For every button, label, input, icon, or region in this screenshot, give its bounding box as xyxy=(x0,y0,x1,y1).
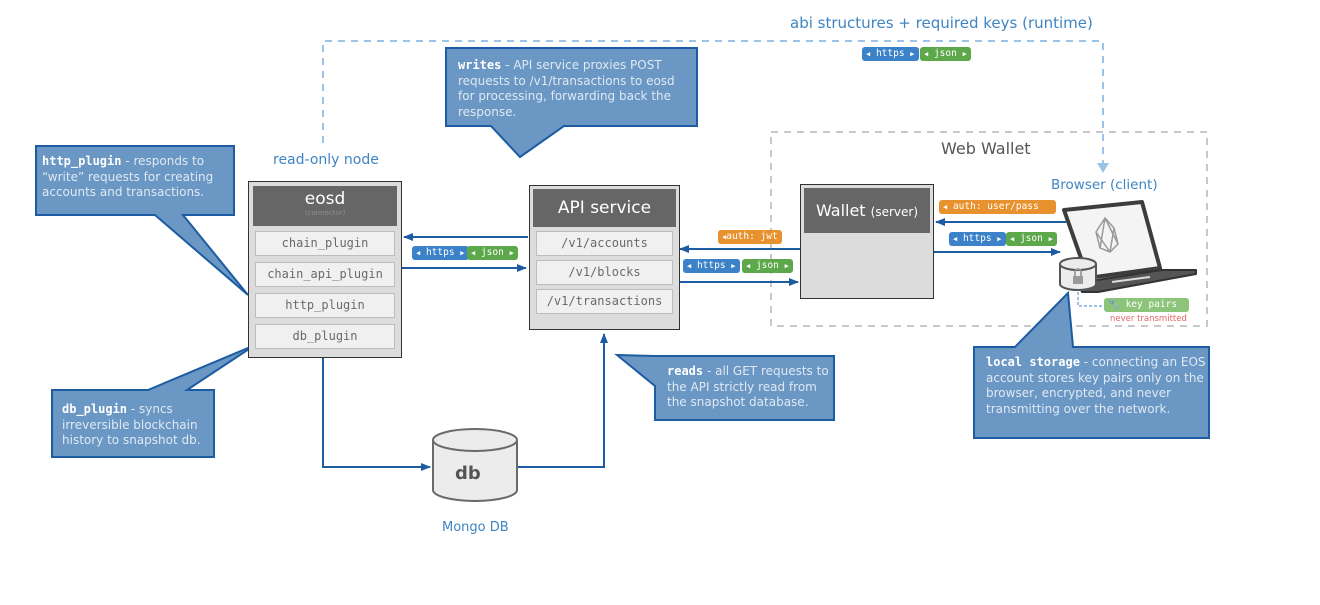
pill-json-eosd-api: ◀ json ▶ xyxy=(467,246,518,260)
pill-https-wallet-browser: ◀ https ▶ xyxy=(949,232,1006,246)
pill-key-pairs: 🔧 key pairs xyxy=(1104,298,1189,312)
wallet-title: Wallet xyxy=(815,201,866,220)
api-service-title: API service xyxy=(533,189,676,227)
endpoint-transactions[interactable]: /v1/transactions xyxy=(536,289,673,314)
eos-logo-icon xyxy=(1095,216,1119,253)
browser-client-label: Browser (client) xyxy=(1051,177,1158,193)
eosd-header: eosd (connector) xyxy=(253,186,397,226)
lock-icon xyxy=(1073,268,1083,284)
web-wallet-boundary xyxy=(770,131,1208,327)
pill-json-top: ◀ json ▶ xyxy=(920,47,971,61)
plugin-http[interactable]: http_plugin xyxy=(255,293,395,318)
api-service-node[interactable]: API service /v1/accounts /v1/blocks /v1/… xyxy=(529,185,680,330)
callout-http-plugin: http_plugin - responds to “write” reques… xyxy=(42,154,214,199)
pill-https-top: ◀ https ▶ xyxy=(862,47,919,61)
key-pairs-connector xyxy=(1077,292,1104,307)
pill-json-wallet-browser: ◀ json ▶ xyxy=(1006,232,1057,246)
pill-auth-jwt: ◀auth: jwt xyxy=(718,230,782,244)
pill-https-api-wallet: ◀ https ▶ xyxy=(683,259,740,273)
plugin-chain-api[interactable]: chain_api_plugin xyxy=(255,262,395,287)
eosd-subtitle: (connector) xyxy=(304,209,346,217)
mongo-db-cylinder xyxy=(432,428,518,502)
callout-writes-shape xyxy=(445,47,698,159)
arrow-mongo-to-api xyxy=(518,333,608,468)
wallet-header: Wallet (server) xyxy=(804,188,930,233)
pill-auth-userpass: ◀ auth: user/pass xyxy=(939,200,1056,214)
plugin-chain[interactable]: chain_plugin xyxy=(255,231,395,256)
local-storage-cylinder xyxy=(1059,257,1097,291)
eosd-node[interactable]: eosd (connector) chain_plugin chain_api_… xyxy=(248,181,402,358)
arrow-dbplugin-to-mongo xyxy=(322,358,431,471)
pill-https-eosd-api: ◀ https ▶ xyxy=(412,246,469,260)
callout-local-storage: local storage - connecting an EOS accoun… xyxy=(986,355,1206,416)
never-transmitted-label: never transmitted xyxy=(1110,314,1187,324)
callout-reads-shape xyxy=(614,353,835,421)
runtime-link-label: abi structures + required keys (runtime) xyxy=(790,14,1093,32)
pill-json-api-wallet: ◀ json ▶ xyxy=(742,259,793,273)
wallet-server-node[interactable]: Wallet (server) xyxy=(800,184,934,299)
read-only-node-label: read-only node xyxy=(273,152,379,168)
plugin-db[interactable]: db_plugin xyxy=(255,324,395,349)
mongo-db-label: Mongo DB xyxy=(442,520,509,535)
wallet-title-suffix: (server) xyxy=(870,205,919,219)
endpoint-accounts[interactable]: /v1/accounts xyxy=(536,231,673,256)
callout-local-storage-shape xyxy=(973,290,1210,439)
callout-db-plugin: db_plugin - syncs irreversible blockchai… xyxy=(62,402,201,447)
callout-db-plugin-shape xyxy=(51,344,256,458)
runtime-link-arrowhead xyxy=(1097,163,1109,173)
key-icon: 🔧 xyxy=(1108,299,1120,310)
callout-http-plugin-shape xyxy=(35,145,249,296)
web-wallet-label: Web Wallet xyxy=(941,139,1031,158)
callout-writes: writes - API service proxies POST reques… xyxy=(458,58,675,119)
callout-reads: reads - all GET requests to the API stri… xyxy=(667,364,829,409)
mongo-db-text: db xyxy=(455,463,481,484)
endpoint-blocks[interactable]: /v1/blocks xyxy=(536,260,673,285)
eosd-title: eosd xyxy=(304,189,346,209)
